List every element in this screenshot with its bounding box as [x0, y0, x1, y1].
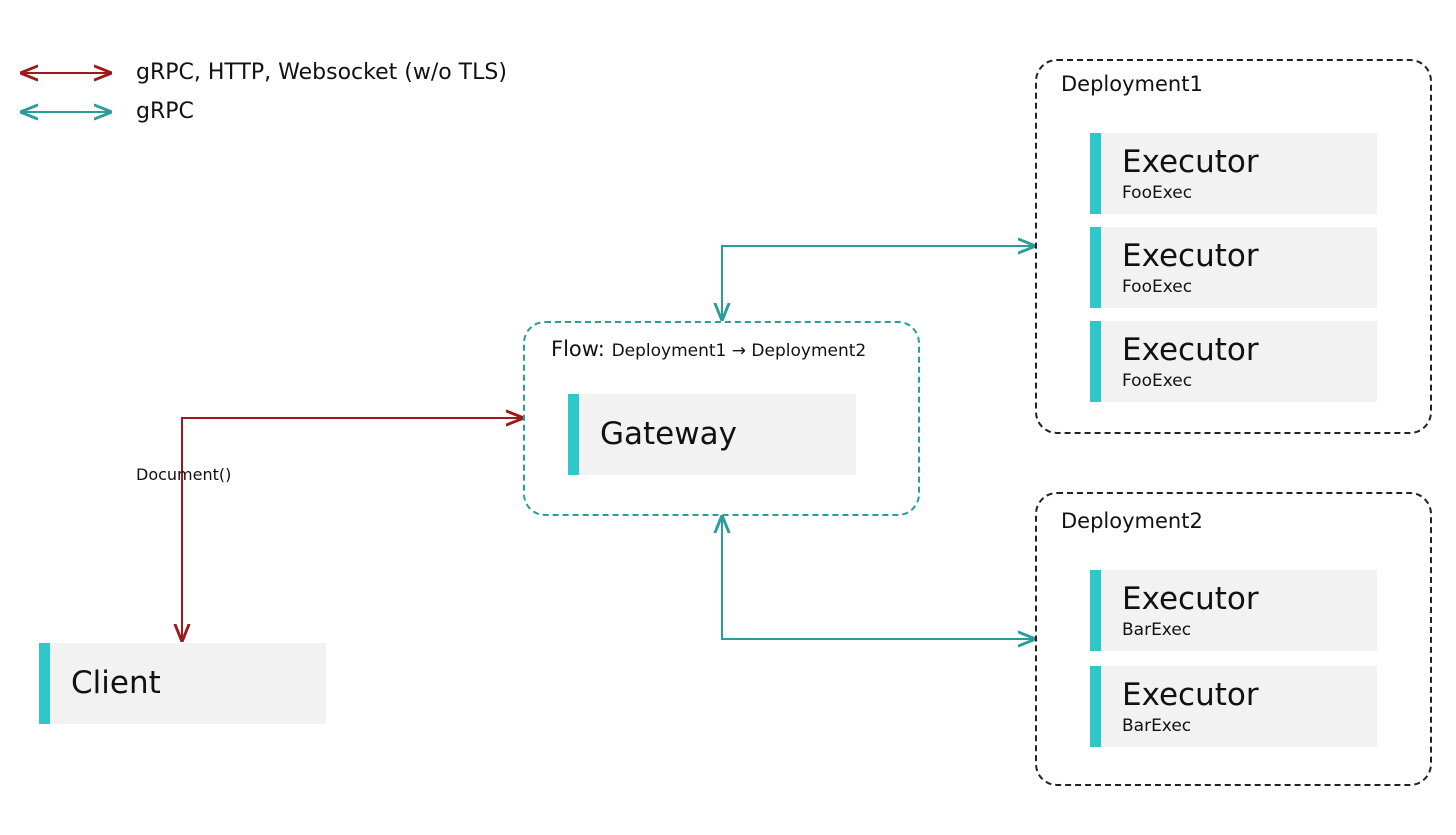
deployment1-executor-3[interactable]: Executor FooExec: [1090, 321, 1377, 402]
executor-title: Executor: [1122, 332, 1259, 368]
executor-title: Executor: [1122, 144, 1259, 180]
deployment1-executor-2[interactable]: Executor FooExec: [1090, 227, 1377, 308]
flow-container: Flow: Deployment1 → Deployment2 Gateway: [523, 321, 920, 516]
flow-title: Flow: Deployment1 → Deployment2: [551, 337, 866, 363]
executor-name: FooExec: [1122, 277, 1193, 297]
flow-deployment1-connector: [722, 246, 1034, 319]
deployment2-container: Deployment2: [1035, 492, 1432, 786]
document-edge-label: Document(): [136, 465, 232, 484]
deployment2-title: Deployment2: [1061, 509, 1203, 533]
gateway-label: Gateway: [600, 416, 737, 452]
legend-label-red: gRPC, HTTP, Websocket (w/o TLS): [136, 60, 507, 85]
executor-name: BarExec: [1122, 716, 1192, 736]
executor-name: FooExec: [1122, 183, 1193, 203]
deployment1-container: Deployment1: [1035, 59, 1432, 434]
client-flow-connector: [182, 418, 522, 640]
client-node[interactable]: Client: [39, 643, 326, 724]
executor-name: BarExec: [1122, 620, 1192, 640]
flow-title-prefix: Flow:: [551, 337, 605, 361]
client-label: Client: [71, 665, 161, 701]
gateway-node[interactable]: Gateway: [568, 394, 856, 475]
flow-deployment2-connector: [722, 517, 1034, 639]
deployment1-executor-1[interactable]: Executor FooExec: [1090, 133, 1377, 214]
legend-label-teal: gRPC: [136, 99, 194, 124]
executor-title: Executor: [1122, 677, 1259, 713]
executor-title: Executor: [1122, 581, 1259, 617]
flow-title-detail: Deployment1 → Deployment2: [611, 341, 867, 361]
deployment2-executor-1[interactable]: Executor BarExec: [1090, 570, 1377, 651]
deployment2-executor-2[interactable]: Executor BarExec: [1090, 666, 1377, 747]
executor-title: Executor: [1122, 238, 1259, 274]
deployment1-title: Deployment1: [1061, 72, 1203, 96]
executor-name: FooExec: [1122, 371, 1193, 391]
